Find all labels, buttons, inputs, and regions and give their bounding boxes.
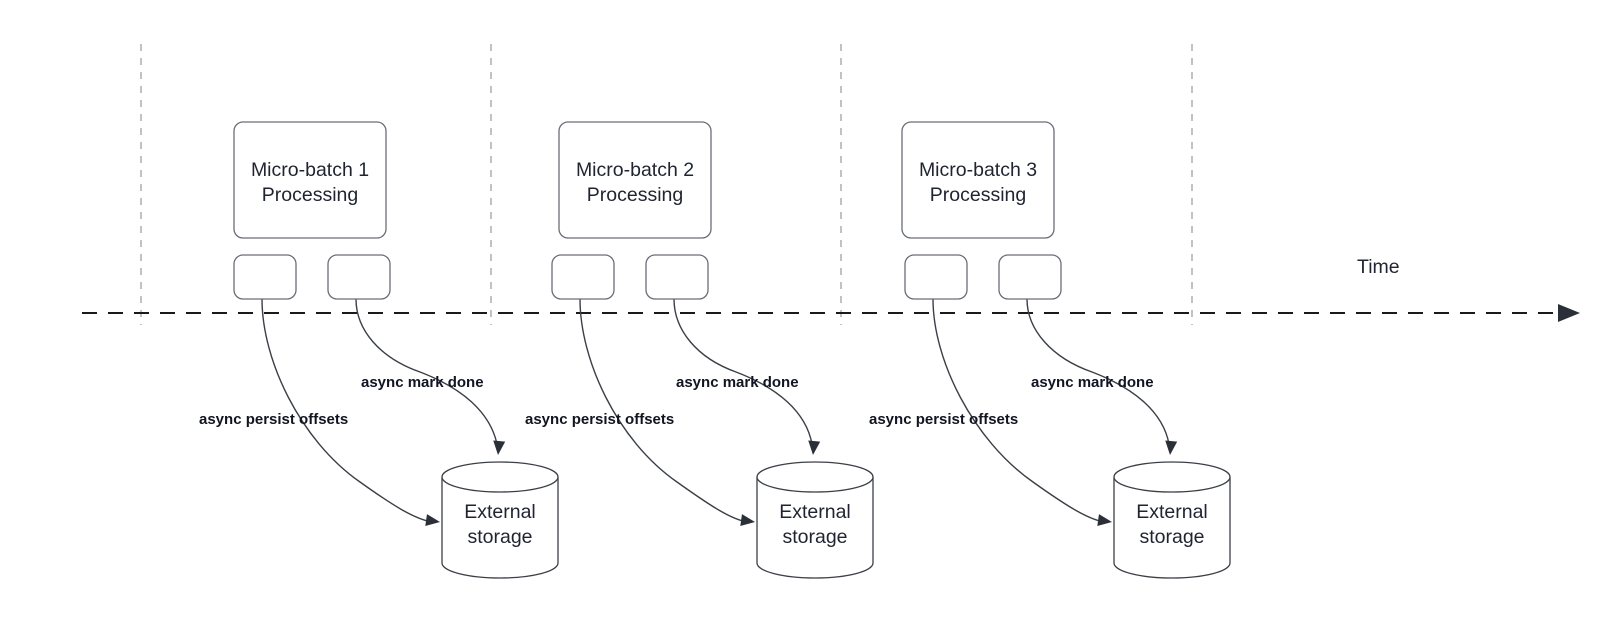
edge-label-async-persist-offsets: async persist offsets bbox=[869, 411, 1018, 428]
cylinder-body-fill bbox=[1114, 477, 1230, 578]
edge-async-persist-offsets-path bbox=[261, 298, 433, 523]
edge-async-persist-offsets-path bbox=[579, 298, 748, 523]
external-storage-line1: External bbox=[1136, 501, 1208, 523]
task-box-persist[interactable] bbox=[551, 254, 615, 300]
micro-batch-text: Micro-batch 1 Processing bbox=[251, 159, 369, 206]
external-storage-text: External storage bbox=[464, 501, 536, 548]
external-storage-line2: storage bbox=[467, 526, 532, 548]
micro-batch-line1: Micro-batch 3 bbox=[919, 159, 1037, 181]
edge-async-mark-done bbox=[1026, 298, 1178, 455]
edge-async-mark-done-arrowhead bbox=[493, 440, 506, 455]
cylinder-top-fill bbox=[1114, 462, 1230, 492]
micro-batch-processing-box[interactable]: Micro-batch 2 Processing bbox=[558, 121, 712, 239]
edge-label-async-persist-offsets: async persist offsets bbox=[525, 411, 674, 428]
edge-async-persist-offsets-arrowhead bbox=[1097, 514, 1112, 526]
micro-batch-line2: Processing bbox=[930, 184, 1026, 206]
edge-label-async-mark-done: async mark done bbox=[676, 374, 799, 391]
edge-async-mark-done-arrowhead bbox=[1165, 440, 1178, 455]
edge-async-mark-done-path bbox=[355, 298, 498, 445]
external-storage-text: External storage bbox=[1136, 501, 1208, 548]
task-box-persist[interactable] bbox=[904, 254, 968, 300]
micro-batch-text: Micro-batch 3 Processing bbox=[919, 159, 1037, 206]
micro-batch-box-rect[interactable] bbox=[558, 121, 712, 239]
cylinder-top-ellipse bbox=[756, 461, 874, 493]
external-storage-cylinder[interactable]: External storage bbox=[756, 461, 874, 579]
cylinder-body-outline bbox=[441, 477, 559, 579]
external-storage-text: External storage bbox=[779, 501, 851, 548]
edge-async-persist-offsets bbox=[932, 298, 1112, 526]
micro-batch-text: Micro-batch 2 Processing bbox=[576, 159, 694, 206]
edge-async-mark-done-path bbox=[673, 298, 813, 445]
micro-batch-line1: Micro-batch 2 bbox=[576, 159, 694, 181]
edge-async-persist-offsets-path bbox=[932, 298, 1105, 523]
cylinder-body-fill bbox=[442, 477, 558, 578]
edge-async-persist-offsets bbox=[261, 298, 440, 526]
task-box-mark[interactable] bbox=[645, 254, 709, 300]
task-box-mark[interactable] bbox=[998, 254, 1062, 300]
edge-async-persist-offsets bbox=[579, 298, 755, 526]
edge-label-async-persist-offsets: async persist offsets bbox=[199, 411, 348, 428]
external-storage-cylinder[interactable]: External storage bbox=[441, 461, 559, 579]
micro-batch-line2: Processing bbox=[587, 184, 683, 206]
cylinder-top-fill bbox=[757, 462, 873, 492]
edge-layer bbox=[261, 298, 1178, 526]
cylinder-top-ellipse bbox=[1113, 461, 1231, 493]
time-axis-arrowhead bbox=[1558, 304, 1580, 322]
micro-batch-processing-box[interactable]: Micro-batch 3 Processing bbox=[901, 121, 1055, 239]
micro-batch-line1: Micro-batch 1 bbox=[251, 159, 369, 181]
edge-async-mark-done-arrowhead bbox=[808, 440, 821, 455]
external-storage-line1: External bbox=[779, 501, 851, 523]
timeline-axis-layer bbox=[82, 304, 1580, 322]
edge-async-mark-done bbox=[355, 298, 506, 455]
edge-async-persist-offsets-arrowhead bbox=[425, 514, 440, 526]
cylinder-body-fill bbox=[757, 477, 873, 578]
cylinder-top-fill bbox=[442, 462, 558, 492]
edge-async-mark-done bbox=[673, 298, 821, 455]
task-box-persist[interactable] bbox=[233, 254, 297, 300]
time-axis-label: Time bbox=[1357, 256, 1400, 278]
external-storage-line1: External bbox=[464, 501, 536, 523]
node-layer: Micro-batch 1ProcessingExternalstorageMi… bbox=[233, 121, 1231, 579]
edge-label-async-mark-done: async mark done bbox=[1031, 374, 1154, 391]
micro-batch-box-rect[interactable] bbox=[233, 121, 387, 239]
edge-async-persist-offsets-arrowhead bbox=[740, 514, 755, 526]
boundary-tick-layer bbox=[140, 44, 1193, 325]
task-box-mark[interactable] bbox=[327, 254, 391, 300]
label-layer: Time async persist offsets async mark done… bbox=[199, 256, 1400, 428]
micro-batch-box-rect[interactable] bbox=[901, 121, 1055, 239]
edge-async-mark-done-path bbox=[1026, 298, 1170, 445]
edge-label-async-mark-done: async mark done bbox=[361, 374, 484, 391]
external-storage-line2: storage bbox=[782, 526, 847, 548]
cylinder-top-ellipse bbox=[441, 461, 559, 493]
micro-batch-processing-box[interactable]: Micro-batch 1 Processing bbox=[233, 121, 387, 239]
micro-batch-line2: Processing bbox=[262, 184, 358, 206]
external-storage-line2: storage bbox=[1139, 526, 1204, 548]
external-storage-cylinder[interactable]: External storage bbox=[1113, 461, 1231, 579]
cylinder-body-outline bbox=[756, 477, 874, 579]
cylinder-body-outline bbox=[1113, 477, 1231, 579]
